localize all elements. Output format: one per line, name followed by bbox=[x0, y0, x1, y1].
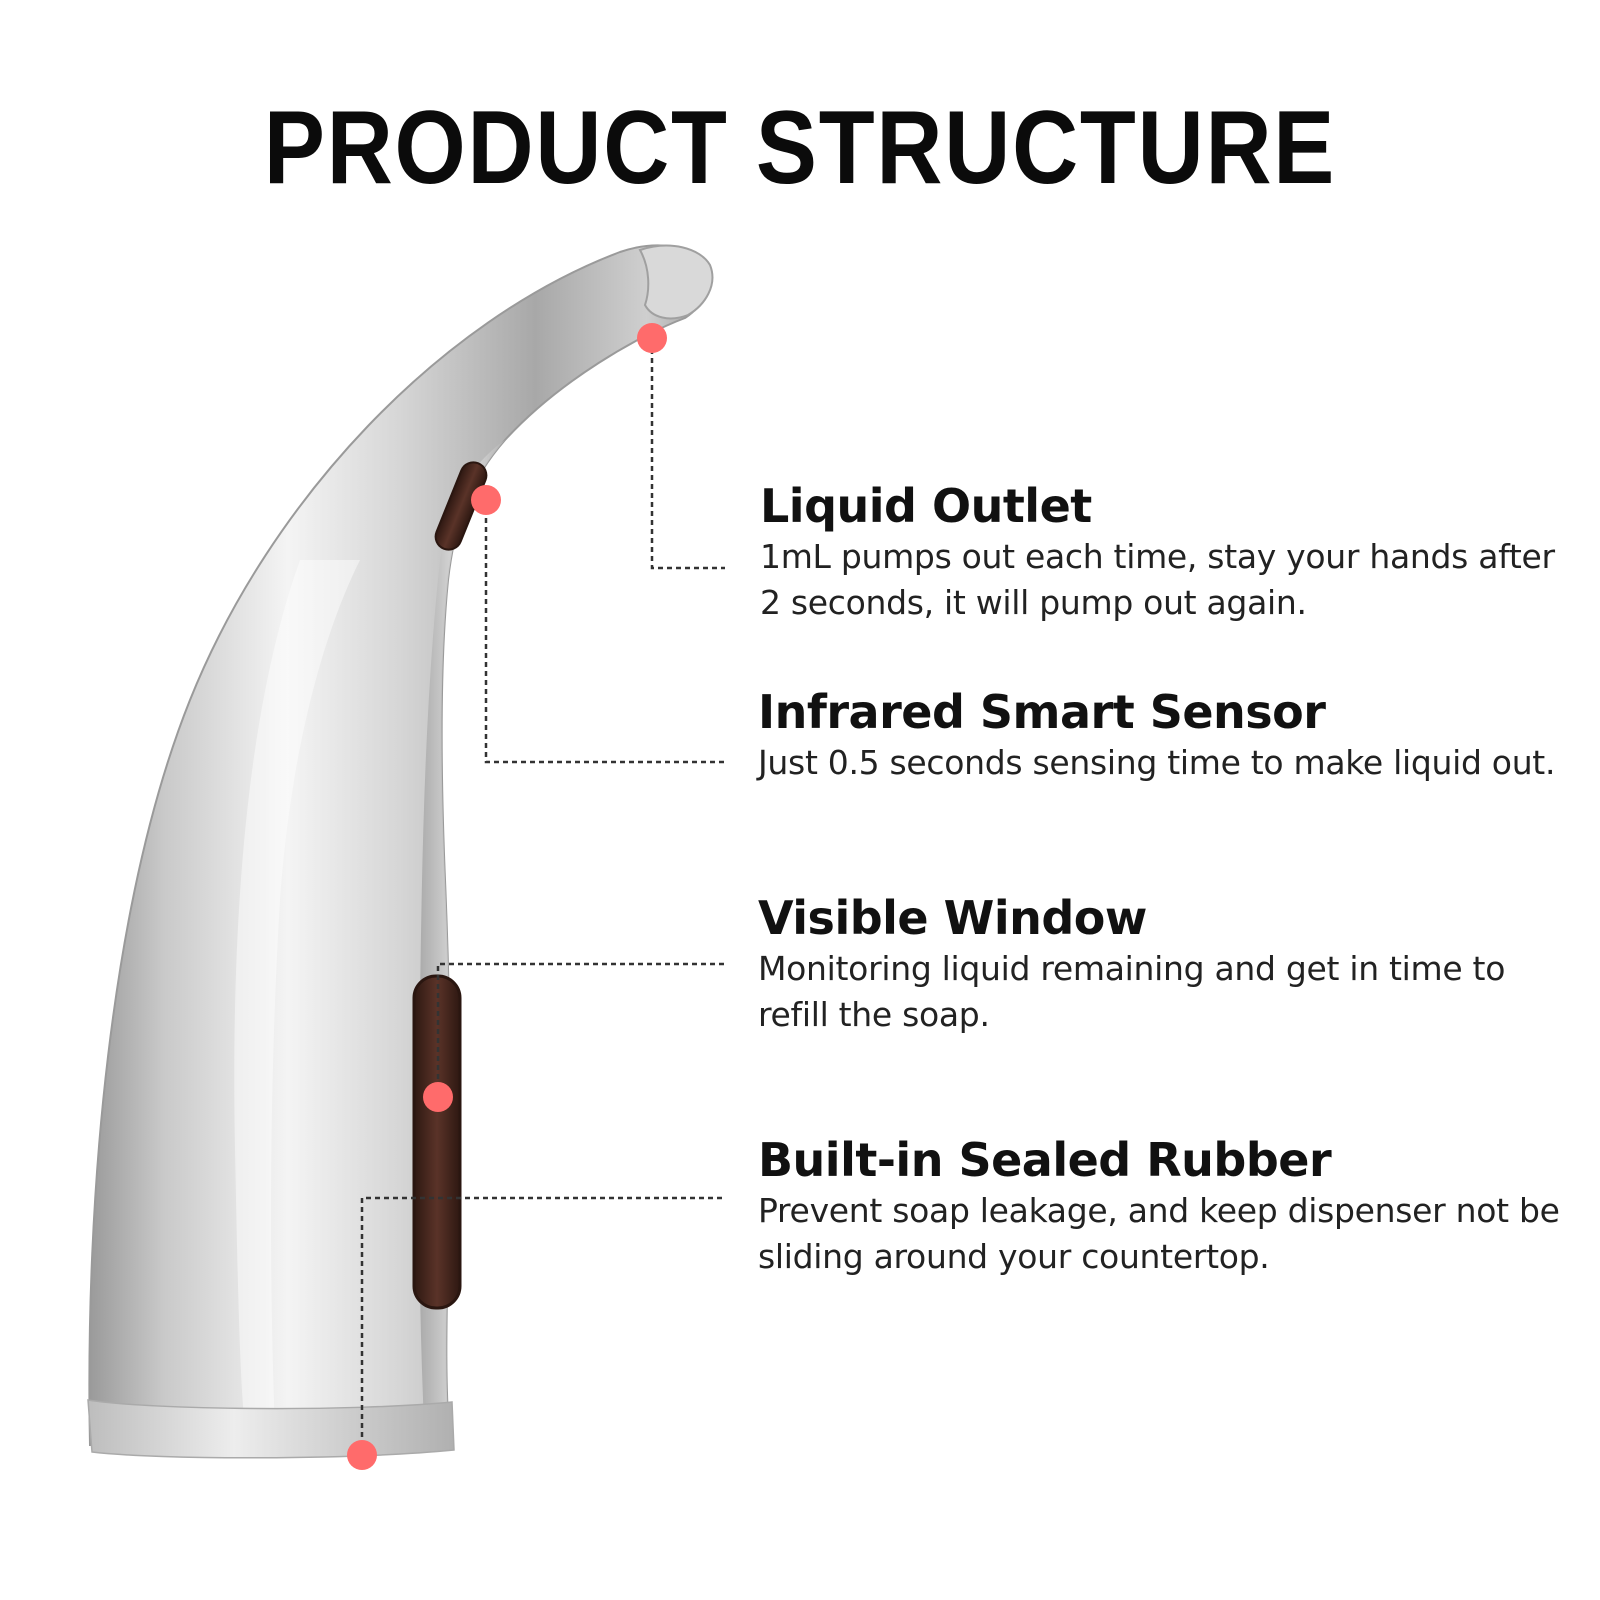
feature-heading: Infrared Smart Sensor bbox=[758, 685, 1326, 739]
page-title: PRODUCT STRUCTURE bbox=[263, 90, 1337, 206]
feature-sealed-rubber: Built-in Sealed Rubber Prevent soap leak… bbox=[758, 1132, 1578, 1280]
feature-heading: Liquid Outlet bbox=[760, 479, 1092, 533]
marker-visible-window bbox=[423, 1082, 453, 1112]
feature-description: Monitoring liquid remaining and get in t… bbox=[758, 949, 1506, 1034]
feature-description: Prevent soap leakage, and keep dispenser… bbox=[758, 1191, 1560, 1276]
leader-line-sealed-rubber bbox=[360, 1196, 724, 1455]
feature-infrared-sensor: Infrared Smart Sensor Just 0.5 seconds s… bbox=[758, 684, 1578, 786]
leader-line-liquid-outlet bbox=[650, 340, 725, 570]
dispenser-base bbox=[87, 1399, 455, 1459]
feature-visible-window: Visible Window Monitoring liquid remaini… bbox=[758, 890, 1578, 1038]
body-highlight bbox=[234, 560, 360, 1430]
spout-tip bbox=[638, 244, 714, 320]
feature-description: 1mL pumps out each time, stay your hands… bbox=[760, 537, 1555, 622]
leader-line-infrared-sensor bbox=[484, 500, 728, 764]
marker-sealed-rubber bbox=[347, 1440, 377, 1470]
marker-liquid-outlet bbox=[637, 323, 667, 353]
dispenser-body bbox=[88, 244, 710, 1446]
feature-heading: Built-in Sealed Rubber bbox=[758, 1133, 1332, 1187]
feature-description: Just 0.5 seconds sensing time to make li… bbox=[758, 743, 1556, 782]
marker-infrared-sensor bbox=[471, 485, 501, 515]
feature-heading: Visible Window bbox=[758, 891, 1147, 945]
feature-liquid-outlet: Liquid Outlet 1mL pumps out each time, s… bbox=[760, 478, 1580, 626]
infrared-sensor bbox=[434, 461, 488, 551]
visible-window bbox=[412, 974, 462, 1310]
leader-line-visible-window bbox=[436, 962, 728, 1097]
